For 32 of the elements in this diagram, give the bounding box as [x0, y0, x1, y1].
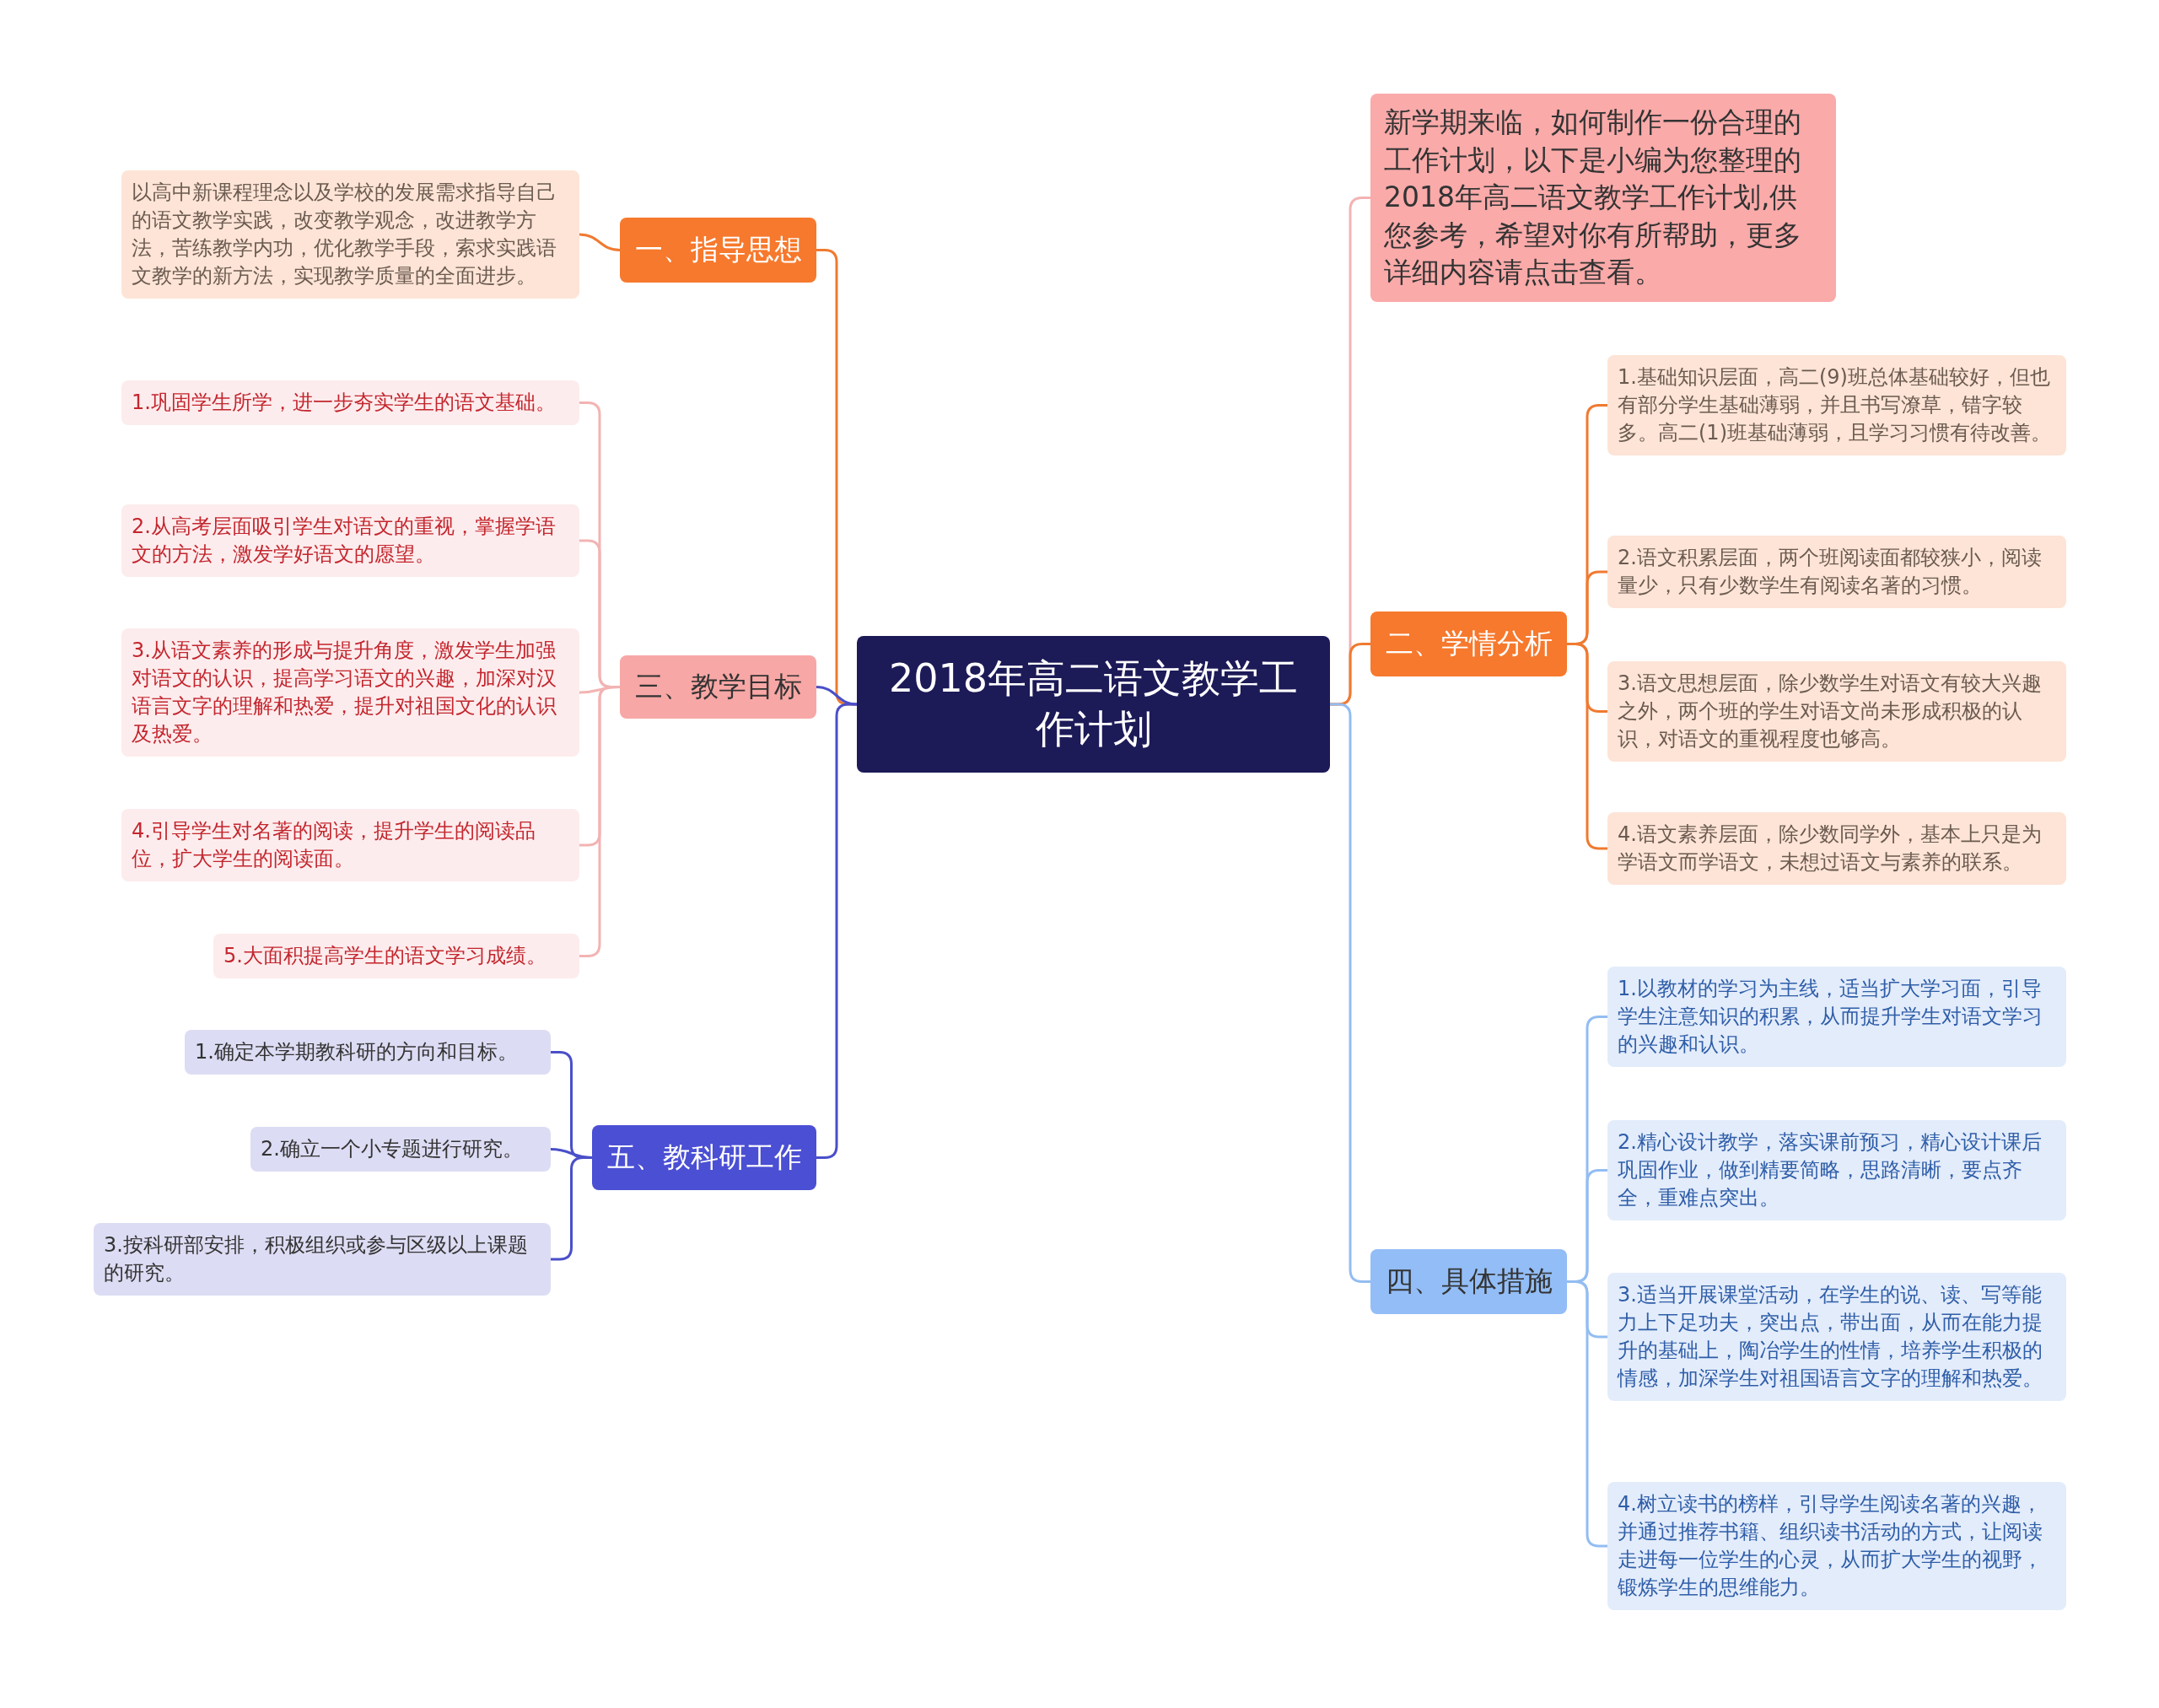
note-box: 1.以教材的学习为主线，适当扩大学习面，引导学生注意知识的积累，从而提升学生对语文学习的兴趣和认识。 [1607, 967, 2066, 1068]
central-topic: 2018年高二语文教学工作计划 [857, 636, 1330, 773]
branch-topic: 三、教学目标 [620, 655, 816, 719]
note-box: 1.确定本学期教科研的方向和目标。 [185, 1030, 551, 1075]
note-box: 3.按科研部安排，积极组织或参与区级以上课题的研究。 [94, 1223, 551, 1296]
note-box: 3.语文思想层面，除少数学生对语文有较大兴趣之外，两个班的学生对语文尚未形成积极的认识，对语文的重视程度也够高。 [1607, 661, 2066, 762]
note-box: 3.从语文素养的形成与提升角度，激发学生加强对语文的认识，提高学习语文的兴趣，加深对汉语言文字的理解和热爱，提升对祖国文化的认识及热爱。 [121, 628, 579, 757]
note-box: 2.精心设计教学，落实课前预习，精心设计课后巩固作业，做到精要简略，思路清晰，要点齐全，重难点突出。 [1607, 1120, 2066, 1221]
connector-line [1567, 643, 1607, 850]
connector-line [551, 1156, 592, 1261]
note-box: 2.确立一个小专题进行研究。 [250, 1127, 551, 1172]
note-box: 1.基础知识层面，高二(9)班总体基础较好，但也有部分学生基础薄弱，并且书写潦草，错字较多。高二(1)班基础薄弱，且学习习惯有待改善。 [1607, 355, 2066, 456]
note-box: 3.适当开展课堂活动，在学生的说、读、写等能力上下足功夫，突出点，带出面，从而在能力提升的基础上，陶冶学生的性情，培养学生积极的情感，加深学生对祖国语言文字的理解和热爱。 [1607, 1273, 2066, 1402]
branch-topic: 四、具体措施 [1370, 1249, 1567, 1314]
intro-box: 新学期来临，如何制作一份合理的工作计划，以下是小编为您整理的2018年高二语文教学工作计划,供您参考，希望对你有所帮助，更多详细内容请点击查看。 [1370, 94, 1836, 302]
branch-topic: 五、教科研工作 [592, 1125, 816, 1190]
note-box: 以高中新课程理念以及学校的发展需求指导自己的语文教学实践，改变教学观念，改进教学方法，苦练教学内功，优化教学手段，索求实践语文教学的新方法，实现教学质量的全面进步。 [121, 170, 579, 299]
connector-line [1330, 703, 1370, 1283]
connector-line [579, 233, 621, 251]
note-box: 4.树立读书的榜样，引导学生阅读名著的兴趣，并通过推荐书籍、组织读书活动的方式，让阅读走进每一位学生的心灵，从而扩大学生的视野，锻炼学生的思维能力。 [1607, 1482, 2066, 1611]
note-box: 5.大面积提高学生的语文学习成绩。 [213, 934, 579, 979]
note-box: 4.引导学生对名著的阅读，提升学生的阅读品位，扩大学生的阅读面。 [121, 809, 579, 882]
note-box: 4.语文素养层面，除少数同学外，基本上只是为学语文而学语文，未想过语文与素养的联系。 [1607, 812, 2066, 886]
connector-line [816, 686, 858, 706]
note-box: 2.语文积累层面，两个班阅读面都较狭小，阅读量少，只有少数学生有阅读名著的习惯。 [1607, 536, 2066, 609]
branch-topic: 一、指导思想 [620, 218, 816, 283]
note-box: 2.从高考层面吸引学生对语文的重视，掌握学语文的方法，激发学好语文的愿望。 [121, 504, 579, 578]
connector-line [816, 703, 857, 1159]
connector-line [579, 686, 620, 957]
connector-line [1567, 1280, 1607, 1548]
note-box: 1.巩固学生所学，进一步夯实学生的语文基础。 [121, 380, 579, 426]
branch-topic: 二、学情分析 [1370, 612, 1567, 676]
